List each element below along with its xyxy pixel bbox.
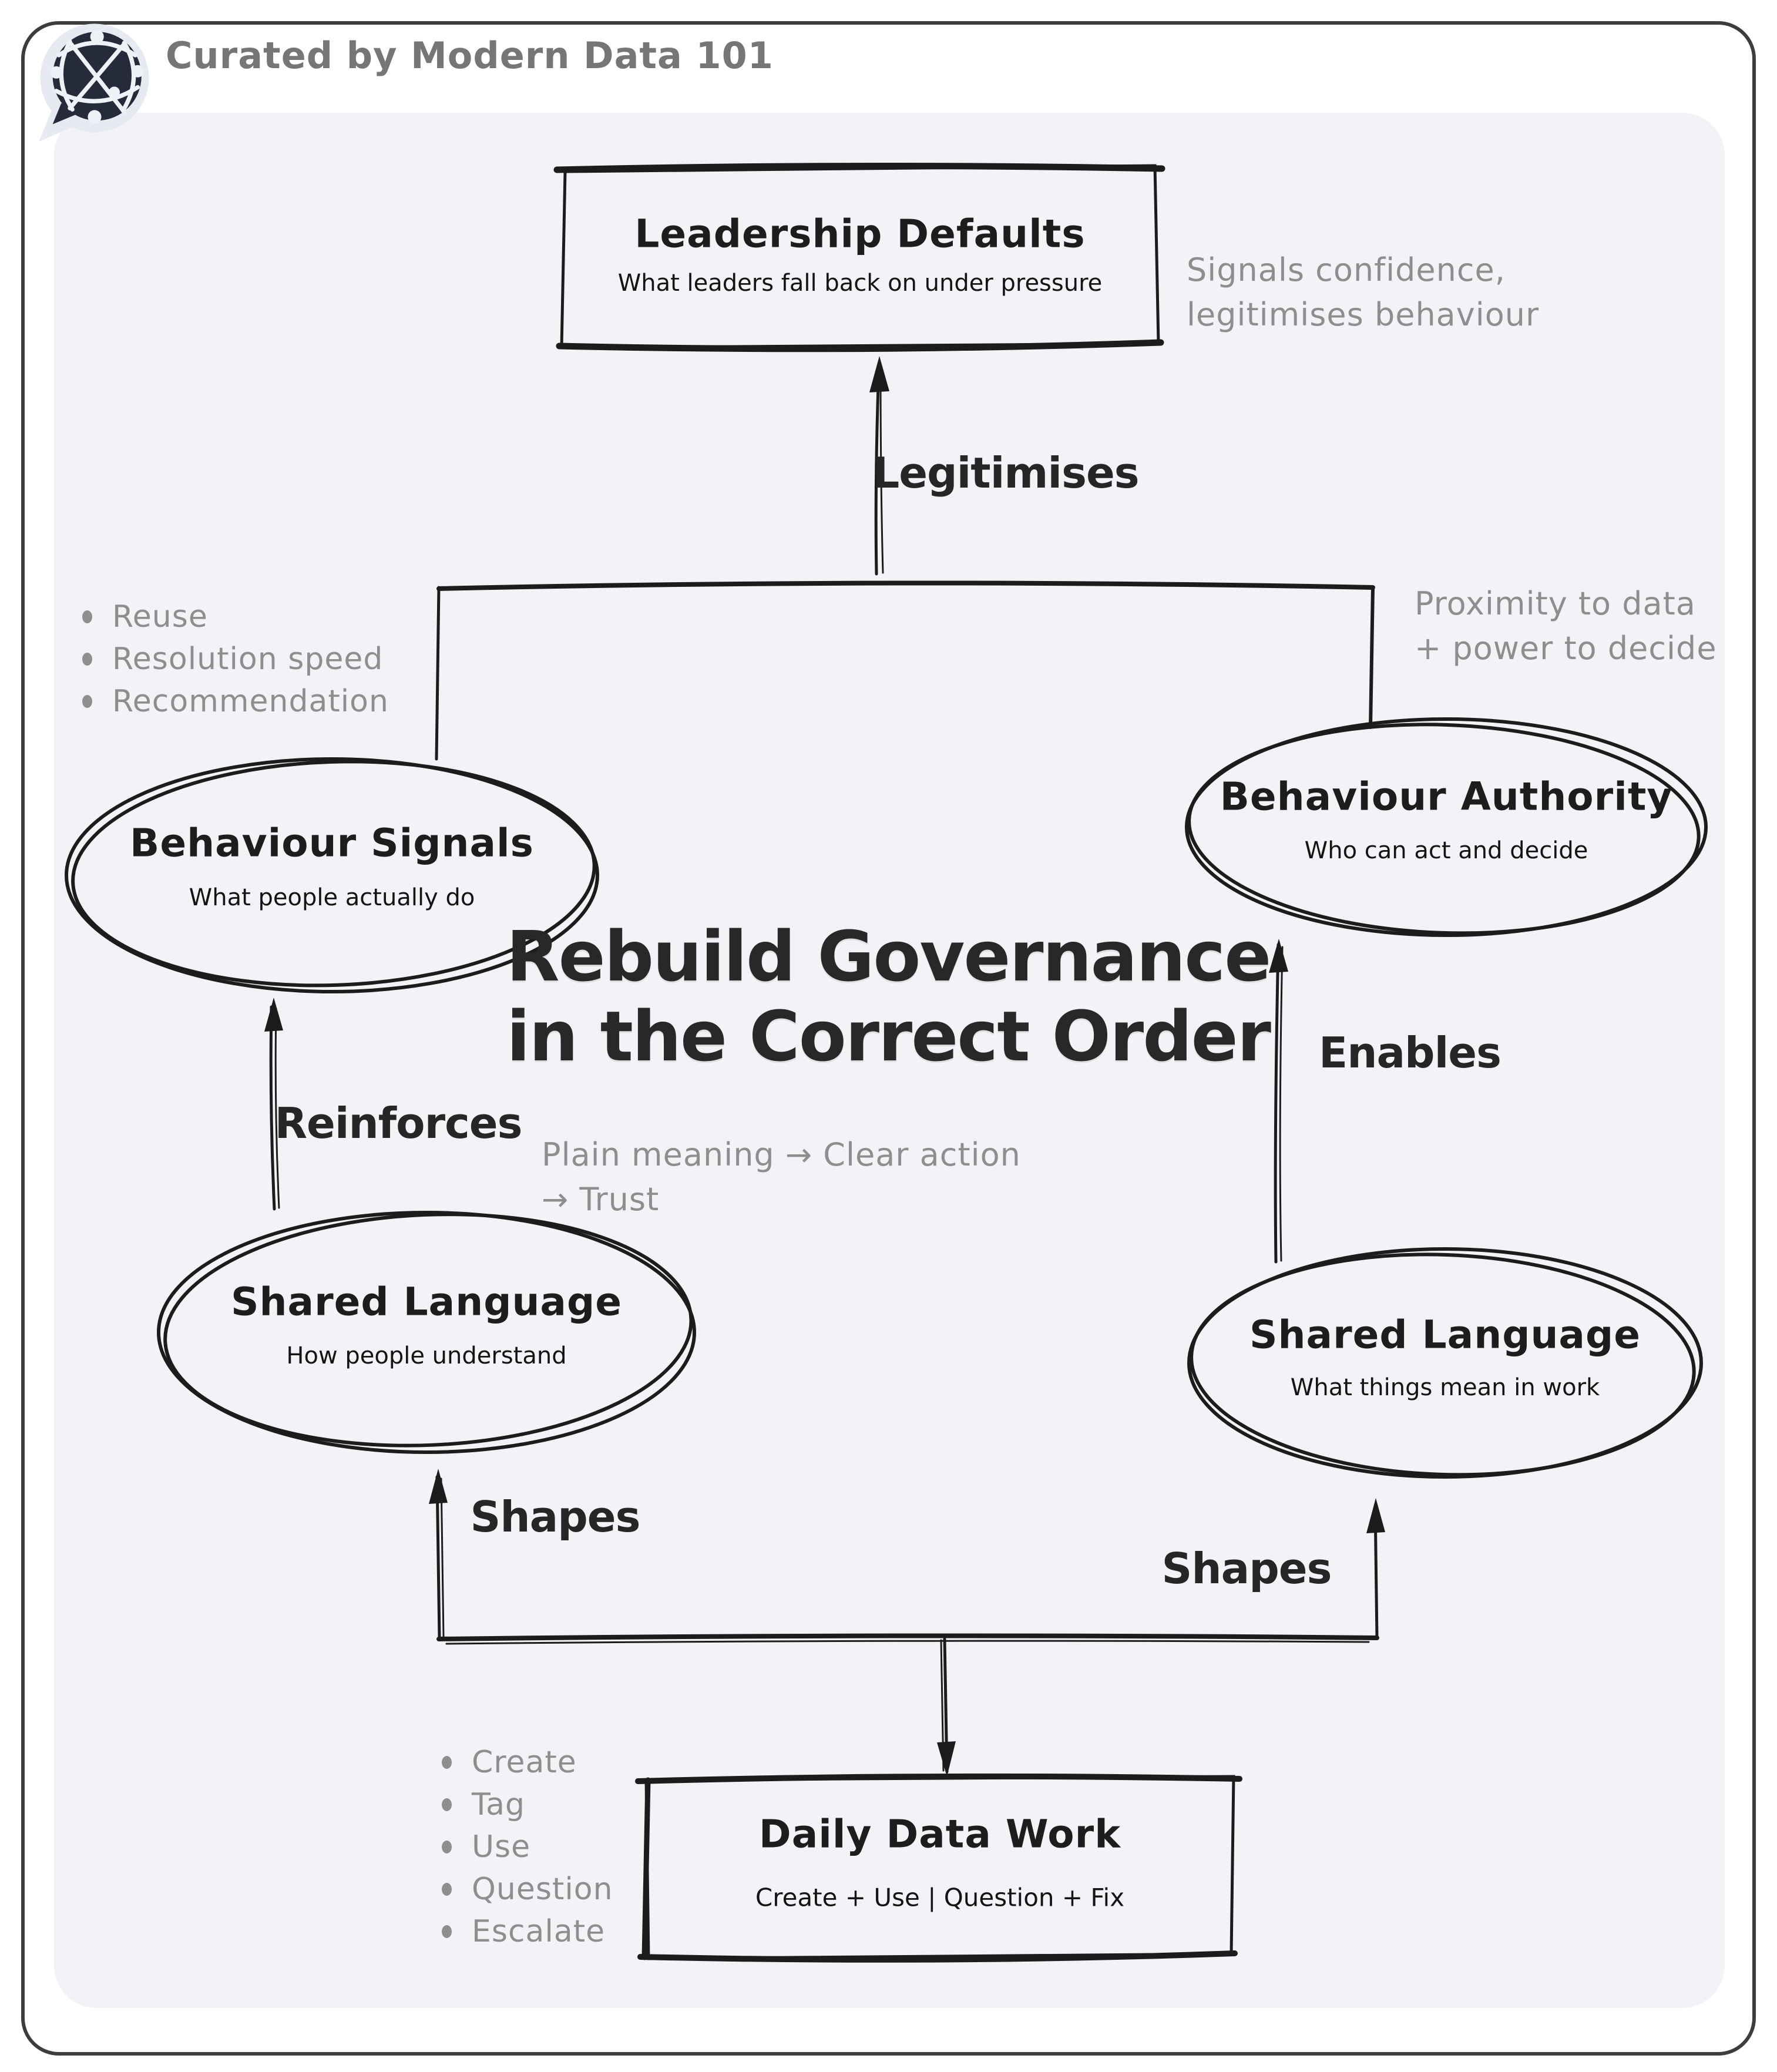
enables-edge-label: Enables — [1319, 1028, 1501, 1077]
leadership-defaults-box-shape — [553, 162, 1165, 352]
page-title-line1: Rebuild Governance — [506, 916, 1271, 997]
list-item: Resolution speed — [82, 642, 389, 677]
bullet-dot-icon — [442, 1841, 452, 1853]
shapes-right-edge-label: Shapes — [1161, 1544, 1332, 1593]
daily-data-work-subtitle: Create + Use | Question + Fix — [755, 1883, 1125, 1912]
legitimises-arrow — [869, 356, 889, 576]
page-title: Rebuild Governance in the Correct Order — [506, 916, 1271, 1076]
page-title-line2: in the Correct Order — [506, 996, 1271, 1077]
daily-work-drop-arrow — [937, 1637, 956, 1777]
top-connector-line — [435, 580, 1375, 761]
shapes-left-arrow — [429, 1469, 448, 1640]
daily-data-work-box-shape — [635, 1773, 1242, 1963]
plain-meaning-line2: → Trust — [542, 1181, 660, 1218]
list-item: Escalate — [442, 1914, 613, 1949]
leadership-defaults-subtitle: What leaders fall back on under pressure — [617, 270, 1103, 297]
bullet-dot-icon — [82, 653, 92, 666]
list-item: Tag — [442, 1787, 613, 1822]
bullet-dot-icon — [442, 1883, 452, 1896]
behaviour-signals-ellipse — [65, 757, 599, 993]
leadership-defaults-title: Leadership Defaults — [634, 211, 1086, 257]
bullet-dot-icon — [442, 1798, 452, 1811]
reinforces-arrow — [264, 998, 283, 1211]
behaviour-authority-subtitle: Who can act and decide — [1304, 837, 1588, 864]
proximity-line2: + power to decide — [1415, 630, 1717, 667]
behaviour-authority-title: Behaviour Authority — [1220, 774, 1673, 820]
bullet-text: Escalate — [472, 1914, 606, 1949]
network-sphere-logo-icon — [39, 23, 149, 142]
shared-language-right-subtitle: What things mean in work — [1290, 1374, 1600, 1401]
daily-data-work-title: Daily Data Work — [758, 1811, 1121, 1857]
bullet-text: Use — [472, 1829, 531, 1865]
signals-confidence-line1: Signals confidence, — [1187, 251, 1506, 288]
enables-arrow — [1269, 939, 1288, 1264]
proximity-note: Proximity to data + power to decide — [1415, 582, 1717, 671]
daily-work-bullet-list: Create Tag Use Question Escalate — [442, 1745, 613, 1949]
list-item: Question — [442, 1872, 613, 1907]
signals-confidence-line2: legitimises behaviour — [1187, 296, 1540, 333]
bullet-text: Recommendation — [112, 684, 389, 719]
bullet-dot-icon — [82, 695, 92, 708]
shared-language-right-title: Shared Language — [1249, 1312, 1641, 1358]
bullet-dot-icon — [442, 1756, 452, 1769]
shared-language-left-title: Shared Language — [231, 1279, 622, 1325]
bullet-text: Reuse — [112, 599, 208, 634]
shapes-right-arrow — [1366, 1498, 1385, 1640]
bullet-dot-icon — [442, 1925, 452, 1938]
list-item: Use — [442, 1829, 613, 1865]
list-item: Recommendation — [82, 684, 389, 719]
behaviour-signals-subtitle: What people actually do — [189, 884, 475, 911]
diagram-panel — [54, 113, 1725, 2008]
behaviour-authority-ellipse — [1185, 717, 1708, 937]
shared-language-left-subtitle: How people understand — [286, 1342, 567, 1369]
bullet-text: Resolution speed — [112, 642, 384, 677]
bullet-dot-icon — [82, 610, 92, 623]
list-item: Create — [442, 1745, 613, 1780]
plain-meaning-line1: Plain meaning → Clear action — [542, 1136, 1021, 1173]
bullet-text: Create — [472, 1745, 577, 1780]
signals-confidence-note: Signals confidence, legitimises behaviou… — [1187, 248, 1539, 337]
plain-meaning-note: Plain meaning → Clear action → Trust — [542, 1133, 1021, 1222]
shapes-left-edge-label: Shapes — [470, 1492, 641, 1542]
bullet-text: Tag — [472, 1787, 526, 1822]
proximity-line1: Proximity to data — [1415, 585, 1696, 622]
shared-language-left-ellipse — [157, 1211, 696, 1454]
list-item: Reuse — [82, 599, 389, 634]
behaviour-signals-bullet-list: Reuse Resolution speed Recommendation — [82, 599, 389, 719]
behaviour-signals-title: Behaviour Signals — [130, 820, 534, 866]
legitimises-edge-label: Legitimises — [872, 448, 1139, 498]
reinforces-edge-label: Reinforces — [274, 1099, 523, 1148]
bottom-connector-line — [436, 1633, 1379, 1645]
curated-by-text: Curated by Modern Data 101 — [166, 34, 774, 77]
shared-language-right-ellipse — [1187, 1247, 1703, 1479]
bullet-text: Question — [472, 1872, 613, 1907]
